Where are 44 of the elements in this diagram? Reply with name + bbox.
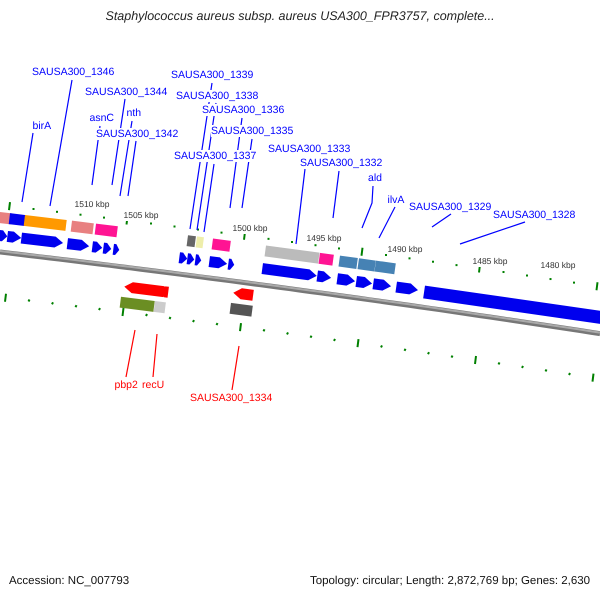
- gene-label: SAUSA300_1337: [174, 150, 256, 162]
- gene-label: pbp2: [114, 379, 138, 391]
- gene-label: SAUSA300_1346: [32, 66, 114, 78]
- gene-label: ald: [368, 172, 382, 184]
- scale-label: 1485 kbp: [472, 255, 508, 267]
- gene-label: SAUSA300_1332: [300, 157, 382, 169]
- scale-label: 1490 kbp: [388, 243, 422, 255]
- leader-line: [231, 346, 240, 390]
- gene-label: SAUSA300_1344: [85, 86, 168, 98]
- leader-line: [152, 334, 158, 378]
- leader-line: [203, 164, 215, 232]
- gene-label: SAUSA300_1334: [190, 392, 272, 404]
- scale-label: 1480 kbp: [540, 259, 576, 271]
- title: Staphylococcus aureus subsp. aureus USA300_FPR3757, complete...: [106, 10, 495, 22]
- leader-line: [49, 80, 73, 206]
- gene-label: birA: [32, 120, 52, 132]
- gene-label: SAUSA300_1329: [409, 201, 492, 213]
- leader-line: [111, 98, 126, 186]
- leader-line: [127, 140, 137, 196]
- gene-label: nth: [126, 107, 142, 119]
- leader-line: [432, 214, 452, 228]
- leader-line: [460, 221, 526, 245]
- gene-label: recU: [142, 379, 164, 391]
- gene-label: asnC: [90, 112, 114, 124]
- scale-label: 1495 kbp: [306, 232, 342, 244]
- gene-label: SAUSA300_1338: [176, 90, 258, 102]
- gene-label: SAUSA300_1328: [493, 209, 576, 221]
- scale-label: 1500 kbp: [232, 222, 268, 234]
- gene-label: SAUSA300_1342: [96, 128, 178, 140]
- accession-text: Accession: NC_007793: [9, 575, 130, 587]
- gene-label: ilvA: [388, 194, 404, 206]
- leader-line: [125, 330, 136, 378]
- leader-line: [295, 168, 306, 244]
- gene-label: SAUSA300_1336: [202, 104, 284, 116]
- leader-line: [332, 170, 340, 218]
- scale-label: 1510 kbp: [74, 198, 110, 210]
- leader-line: [21, 132, 34, 202]
- leader-line: [361, 186, 374, 228]
- gene-label: SAUSA300_1339: [171, 69, 254, 81]
- gene-label: SAUSA300_1333: [268, 143, 350, 155]
- scale-label: 1505 kbp: [124, 209, 158, 221]
- gene-label: SAUSA300_1335: [211, 125, 294, 137]
- genome-stats-text: Topology: circular; Length: 2,872,769 bp; Genes: 2,630: [310, 575, 590, 587]
- leader-line: [378, 206, 396, 238]
